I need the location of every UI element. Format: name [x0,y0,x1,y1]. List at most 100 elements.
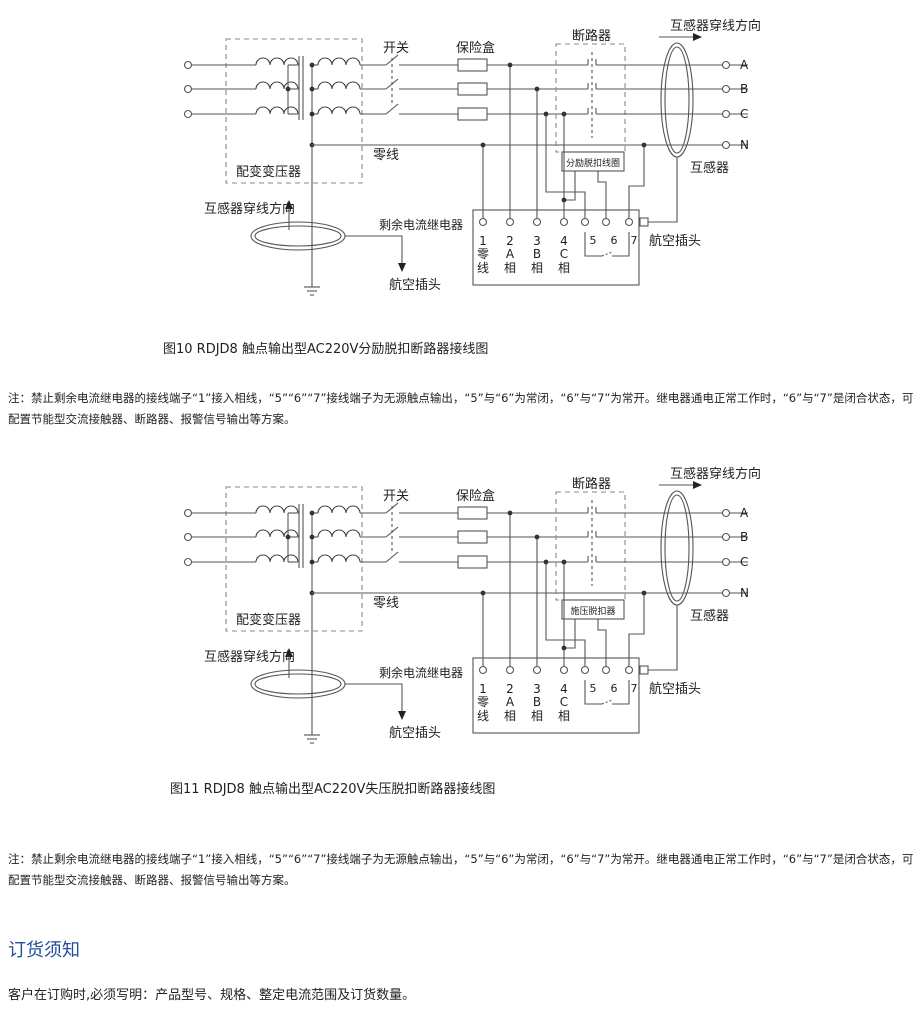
relay-terminal [624,217,634,227]
input-terminal [183,60,193,70]
junction-dot [543,559,549,565]
junction-dot [561,111,567,117]
plug-label: 航空插头 [649,681,701,697]
breaker-label: 断路器 [572,476,611,492]
phase-c-label: C [740,555,748,569]
input-terminal [183,84,193,94]
junction-dot [534,86,540,92]
terminal-label: 零 [477,247,489,261]
arrow-head [693,33,702,41]
trip-device-box [561,151,625,172]
input-terminal [183,532,193,542]
plug-socket [639,665,649,675]
junction-dot [507,510,513,516]
ct-direction-lower-label: 互感器穿线方向 [204,201,295,217]
ct-lead [648,157,678,223]
rcd-lead [345,235,403,252]
ct-ring-inner [664,494,690,602]
phase-b-label: B [740,82,748,96]
relay-terminal [559,665,569,675]
junction-dot [285,86,291,92]
breaker-box [555,43,626,153]
output-terminal [721,557,731,567]
junction-dot [641,142,647,148]
junction-dot [507,62,513,68]
arrow-head [398,263,406,272]
junction-dot [561,559,567,565]
plug-label: 航空插头 [649,233,701,249]
coil-winding [317,106,361,115]
terminal-number: 2 [506,682,514,696]
figure-caption-10: 图10 RDJD8 触点输出型AC220V分励脱扣断路器接线图 [163,342,489,357]
relay-contact [601,251,613,257]
terminal-label: A [506,247,515,261]
junction-dot [480,590,486,596]
terminal-label: B [533,695,541,709]
switch-blade [385,103,399,115]
coil-winding [317,57,361,66]
junction-dot [309,534,315,540]
terminal-label: 相 [504,261,516,275]
trip-device-label: 施压脱扣器 [570,605,615,617]
output-terminal [721,508,731,518]
relay-contact [584,232,602,257]
terminal-label: 相 [531,261,543,275]
coil-winding [255,554,299,563]
fuse [457,107,488,121]
ct-direction-lower-label: 互感器穿线方向 [204,649,295,665]
output-terminal [721,60,731,70]
coil-winding [317,505,361,514]
phase-a-label: A [740,58,749,72]
breaker-label: 断路器 [572,28,611,44]
relay-terminal [559,217,569,227]
terminal-number: 6 [611,234,618,247]
fuse-box-label: 保险盒 [456,488,495,504]
transformer-box [225,38,363,184]
terminal-label: C [560,247,568,261]
terminal-number: 5 [590,682,597,695]
terminal-number: 3 [533,682,541,696]
breaker-box [555,491,626,601]
trip-device-label: 分励脱扣线圈 [566,157,620,169]
switch-label: 开关 [383,489,409,504]
terminal-number: 2 [506,234,514,248]
junction-dot [534,534,540,540]
wire-trip-device [564,171,576,201]
coil-winding [255,81,299,90]
terminal-label: 相 [558,709,570,723]
rcd-lead [345,683,403,700]
neutral-label: N [740,138,749,152]
input-terminal [183,508,193,518]
junction-dot [309,86,315,92]
terminal-number: 4 [560,234,568,248]
relay-terminal [532,665,542,675]
terminal-label: C [560,695,568,709]
terminal-label: B [533,247,541,261]
transformer-label: 配变变压器 [236,612,301,628]
transformer-box [225,486,363,632]
coil-winding [317,554,361,563]
relay-terminal [505,217,515,227]
terminal-label: 相 [558,261,570,275]
terminal-number: 7 [631,682,638,695]
terminal-number: 3 [533,234,541,248]
junction-dot [561,197,567,203]
figure-caption-11: 图11 RDJD8 触点输出型AC220V失压脱扣断路器接线图 [170,782,496,797]
fuse-box-label: 保险盒 [456,40,495,56]
junction-dot [309,559,315,565]
ct-direction-label: 互感器穿线方向 [670,466,761,482]
relay-terminal [580,665,590,675]
neutral-line-label: 零线 [373,148,399,163]
plug-socket [639,217,649,227]
output-terminal [721,532,731,542]
switch-label: 开关 [383,41,409,56]
fuse [457,530,488,544]
fuse [457,58,488,72]
wire-trip-device [628,593,645,666]
terminal-label: 相 [504,709,516,723]
ct-ring-outer [660,42,694,158]
input-terminal [183,557,193,567]
wire-trip-device [545,562,586,666]
junction-dot [480,142,486,148]
